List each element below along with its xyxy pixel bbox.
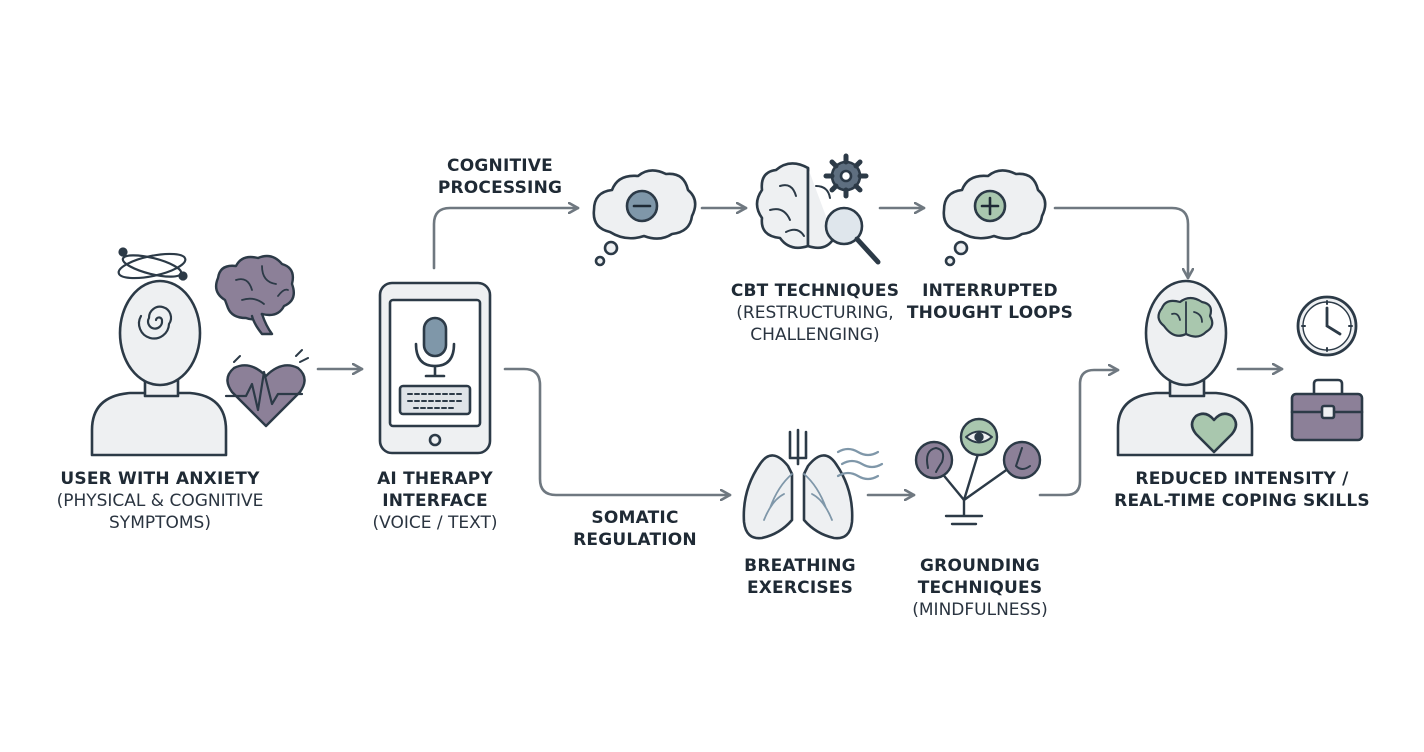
arrow-grounding-to-outcome bbox=[1038, 370, 1120, 497]
clock-icon bbox=[1296, 295, 1358, 357]
user-subtitle-line-2: SYMPTOMS) bbox=[109, 513, 211, 533]
interface-subtitle: (VOICE / TEXT) bbox=[372, 513, 498, 533]
user-subtitle-line-1: (PHYSICAL & COGNITIVE bbox=[56, 491, 264, 511]
breathing-line-2: EXERCISES bbox=[746, 578, 854, 598]
lungs-icon bbox=[742, 428, 884, 540]
interrupted-line-2: THOUGHT LOOPS bbox=[906, 303, 1074, 323]
somatic-line-2: REGULATION bbox=[573, 530, 697, 550]
toolkit-briefcase-icon bbox=[1290, 378, 1364, 442]
cbt-brain-icon bbox=[755, 153, 881, 265]
flow-arrows bbox=[316, 206, 1284, 497]
grounding-label: GROUNDING TECHNIQUES (MINDFULNESS) bbox=[895, 555, 1065, 621]
tablet-device bbox=[378, 281, 492, 455]
cbt-label: CBT TECHNIQUES (RESTRUCTURING, CHALLENGI… bbox=[720, 280, 910, 346]
cbt-title: CBT TECHNIQUES bbox=[730, 281, 900, 301]
outcome-line-1: REDUCED INTENSITY / bbox=[1135, 469, 1349, 489]
cognitive-line-1: COGNITIVE bbox=[447, 156, 553, 176]
user-figure bbox=[90, 247, 228, 457]
cbt-subtitle-line-2: CHALLENGING) bbox=[750, 325, 880, 345]
breathing-line-1: BREATHING bbox=[744, 556, 856, 576]
keyboard-icon bbox=[398, 384, 472, 416]
interface-title-line-2: INTERFACE bbox=[382, 491, 488, 511]
microphone-icon bbox=[414, 316, 456, 378]
arrow-interrupted-to-outcome bbox=[1053, 206, 1188, 280]
grounding-line-1: GROUNDING bbox=[920, 556, 1040, 576]
grounding-senses-icon bbox=[914, 417, 1042, 526]
heart-icon bbox=[1190, 412, 1238, 454]
outcome-line-2: REAL-TIME COPING SKILLS bbox=[1114, 491, 1370, 511]
grounding-line-2: TECHNIQUES bbox=[917, 578, 1043, 598]
interrupted-label: INTERRUPTED THOUGHT LOOPS bbox=[905, 280, 1075, 324]
dizzy-orbit-icon bbox=[117, 247, 188, 281]
cognitive-branch-label: COGNITIVE PROCESSING bbox=[430, 155, 570, 199]
cognitive-line-2: PROCESSING bbox=[437, 178, 563, 198]
nose-icon bbox=[1002, 440, 1042, 480]
negative-thought-bubble bbox=[592, 169, 697, 267]
somatic-branch-label: SOMATIC REGULATION bbox=[560, 507, 710, 551]
magnifier-icon bbox=[824, 206, 881, 265]
cbt-subtitle-line-1: (RESTRUCTURING, bbox=[736, 303, 894, 323]
person-body bbox=[90, 391, 228, 457]
breathing-label: BREATHING EXERCISES bbox=[725, 555, 875, 599]
user-title: USER WITH ANXIETY bbox=[60, 469, 260, 489]
interface-label: AI THERAPY INTERFACE (VOICE / TEXT) bbox=[355, 468, 515, 534]
interrupted-line-1: INTERRUPTED bbox=[922, 281, 1058, 301]
somatic-line-1: SOMATIC bbox=[591, 508, 679, 528]
grounding-subtitle: (MINDFULNESS) bbox=[912, 600, 1048, 620]
spiral-icon bbox=[137, 305, 173, 340]
anxious-brain-icon bbox=[214, 254, 295, 336]
user-label: USER WITH ANXIETY (PHYSICAL & COGNITIVE … bbox=[50, 468, 270, 534]
calm-person-figure bbox=[1116, 279, 1254, 457]
calm-brain-icon bbox=[1157, 296, 1214, 338]
interface-title-line-1: AI THERAPY bbox=[377, 469, 493, 489]
person-head bbox=[118, 279, 202, 387]
ear-icon bbox=[914, 440, 954, 480]
airflow-icon bbox=[836, 447, 884, 481]
arrow-interface-to-cognitive bbox=[432, 208, 580, 270]
heartbeat-heart-icon bbox=[224, 349, 309, 428]
outcome-label: REDUCED INTENSITY / REAL-TIME COPING SKI… bbox=[1112, 468, 1372, 512]
gear-icon bbox=[823, 153, 869, 199]
arrow-interface-to-somatic bbox=[503, 367, 732, 495]
tablet-home-button bbox=[428, 433, 442, 447]
eye-icon bbox=[959, 417, 999, 457]
positive-thought-bubble bbox=[942, 169, 1047, 267]
